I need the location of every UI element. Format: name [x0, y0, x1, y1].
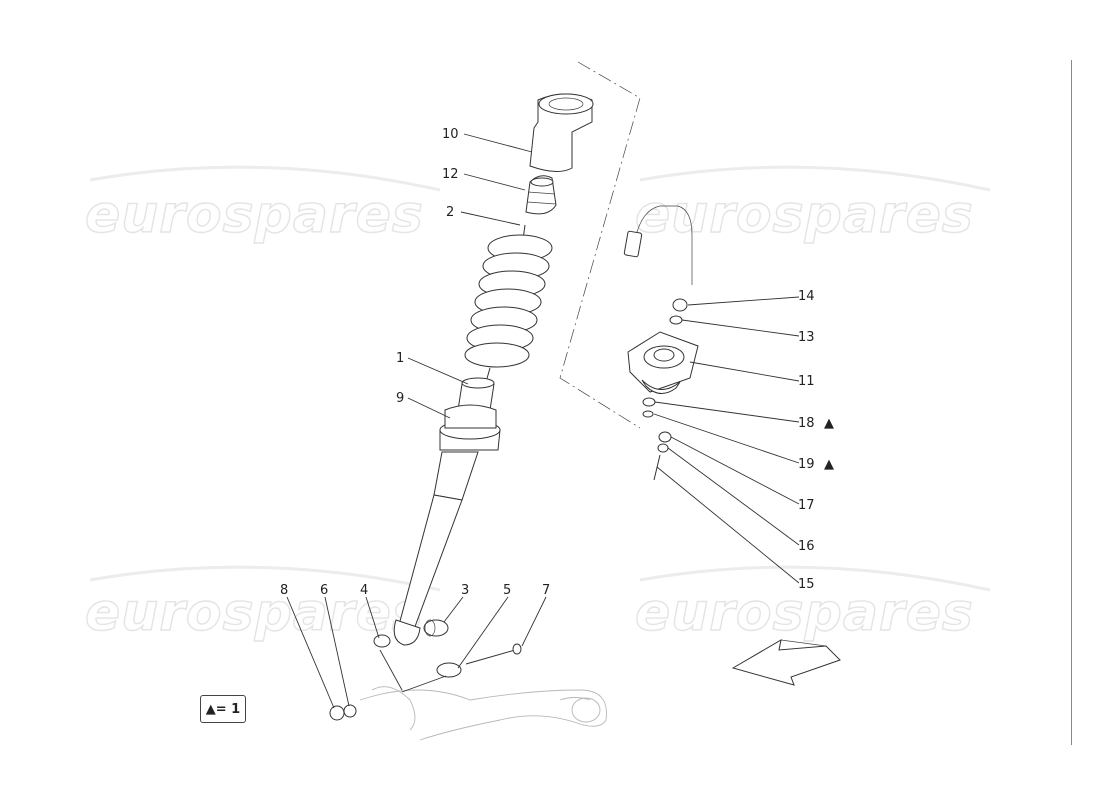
callout-19: 19 [798, 457, 815, 472]
watermark-text: eurospares [635, 583, 974, 643]
part-1-shock-absorber [393, 377, 501, 646]
legend-box: ▲ = 1 [200, 695, 246, 723]
lower-arm-outline [359, 686, 607, 741]
callout-15: 15 [798, 577, 815, 592]
leader-lines [286, 133, 800, 709]
legend-text: = 1 [215, 701, 241, 717]
part-12-bump-stop [525, 175, 557, 215]
part-11-top-mount [623, 205, 699, 481]
callout-6: 6 [320, 583, 328, 598]
callout-18: 18 [798, 416, 815, 431]
callout-19-marker: ▲ [824, 457, 834, 472]
callout-14: 14 [798, 289, 815, 304]
watermark-group: eurospares eurospares eurospares eurospa… [84, 165, 991, 644]
callout-7: 7 [542, 583, 550, 598]
arrow-icon [731, 639, 841, 686]
watermark-text: eurospares [635, 185, 974, 245]
part-7-bolt [465, 643, 522, 665]
callout-12: 12 [442, 167, 459, 182]
callout-4: 4 [360, 583, 368, 598]
page-right-rule [1071, 60, 1072, 745]
callout-16: 16 [798, 539, 815, 554]
part-2-coil-spring [464, 224, 553, 383]
part-4-bushing [373, 634, 391, 648]
part-6-washer [343, 704, 357, 718]
callout-1: 1 [396, 351, 404, 366]
callout-11: 11 [798, 374, 815, 389]
part-8-nut [329, 705, 345, 721]
callout-9: 9 [396, 391, 404, 406]
group-bracket [559, 61, 641, 429]
part-10-dust-cover [529, 93, 594, 172]
callout-3: 3 [461, 583, 469, 598]
callout-17: 17 [798, 498, 815, 513]
part-5-spacer [436, 662, 462, 678]
callout-5: 5 [503, 583, 511, 598]
part-3-bushing [423, 619, 449, 637]
legend-symbol: ▲ [205, 701, 216, 717]
callout-8: 8 [280, 583, 288, 598]
callout-18-marker: ▲ [824, 416, 834, 431]
callout-10: 10 [442, 127, 459, 142]
watermark-text: eurospares [85, 583, 424, 643]
callout-labels: 10 12 2 1 9 8 6 4 3 5 7 14 13 11 18 ▲ 19… [280, 127, 834, 598]
watermark-text: eurospares [85, 185, 424, 245]
callout-13: 13 [798, 330, 815, 345]
callout-2: 2 [446, 205, 454, 220]
